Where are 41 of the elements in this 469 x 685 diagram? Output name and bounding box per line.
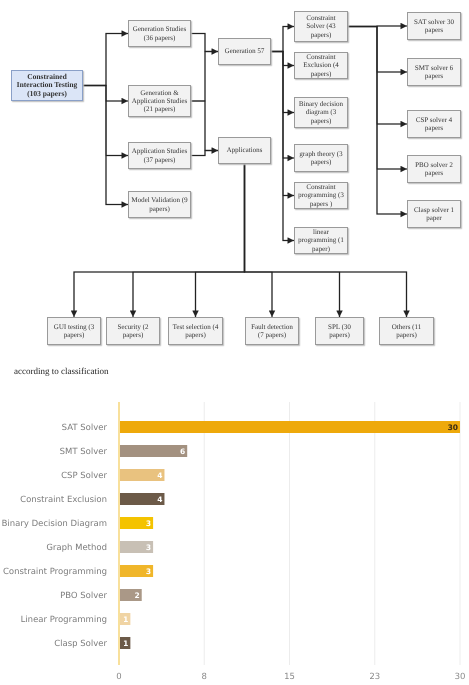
category-label: Graph Method xyxy=(46,543,107,553)
category-box xyxy=(47,317,101,345)
category-box xyxy=(294,11,348,42)
caption-text: according to classification xyxy=(14,366,108,376)
category-box xyxy=(245,317,299,345)
category-box xyxy=(407,110,461,138)
axis-tick-label: 0 xyxy=(116,672,122,682)
arrow xyxy=(271,50,294,244)
category-label: Linear Programming xyxy=(20,615,107,625)
axis-tick-label: 23 xyxy=(369,672,380,682)
category-label: Binary Decision Diagram xyxy=(2,519,107,529)
arrow xyxy=(191,147,218,156)
category-box xyxy=(218,137,271,164)
category-box xyxy=(407,12,461,40)
category-box xyxy=(315,317,364,345)
category-label: Constraint Programming xyxy=(2,567,107,577)
category-box xyxy=(407,155,461,183)
category-label: SAT Solver xyxy=(62,423,107,433)
root-box xyxy=(11,70,83,101)
category-box xyxy=(128,142,191,169)
axis-tick-label: 8 xyxy=(202,672,207,682)
arrow xyxy=(83,84,128,208)
category-label: CSP Solver xyxy=(61,471,107,481)
category-box xyxy=(168,317,223,345)
category-label: Clasp Solver xyxy=(54,639,107,649)
axis-tick-label: 30 xyxy=(454,672,466,682)
arrow xyxy=(244,164,410,317)
category-box xyxy=(128,20,191,47)
category-box xyxy=(407,200,461,228)
axis-tick-label: 15 xyxy=(284,672,295,682)
category-label: SMT Solver xyxy=(60,447,107,457)
category-label: PBO Solver xyxy=(60,591,107,601)
category-box xyxy=(407,58,461,86)
arrow xyxy=(348,26,407,218)
category-box xyxy=(128,191,191,218)
category-box xyxy=(106,317,160,345)
category-box xyxy=(218,38,271,65)
category-box xyxy=(294,144,348,172)
category-box xyxy=(294,52,348,79)
category-label: Constraint Exclusion xyxy=(20,495,107,505)
category-box xyxy=(379,317,434,345)
